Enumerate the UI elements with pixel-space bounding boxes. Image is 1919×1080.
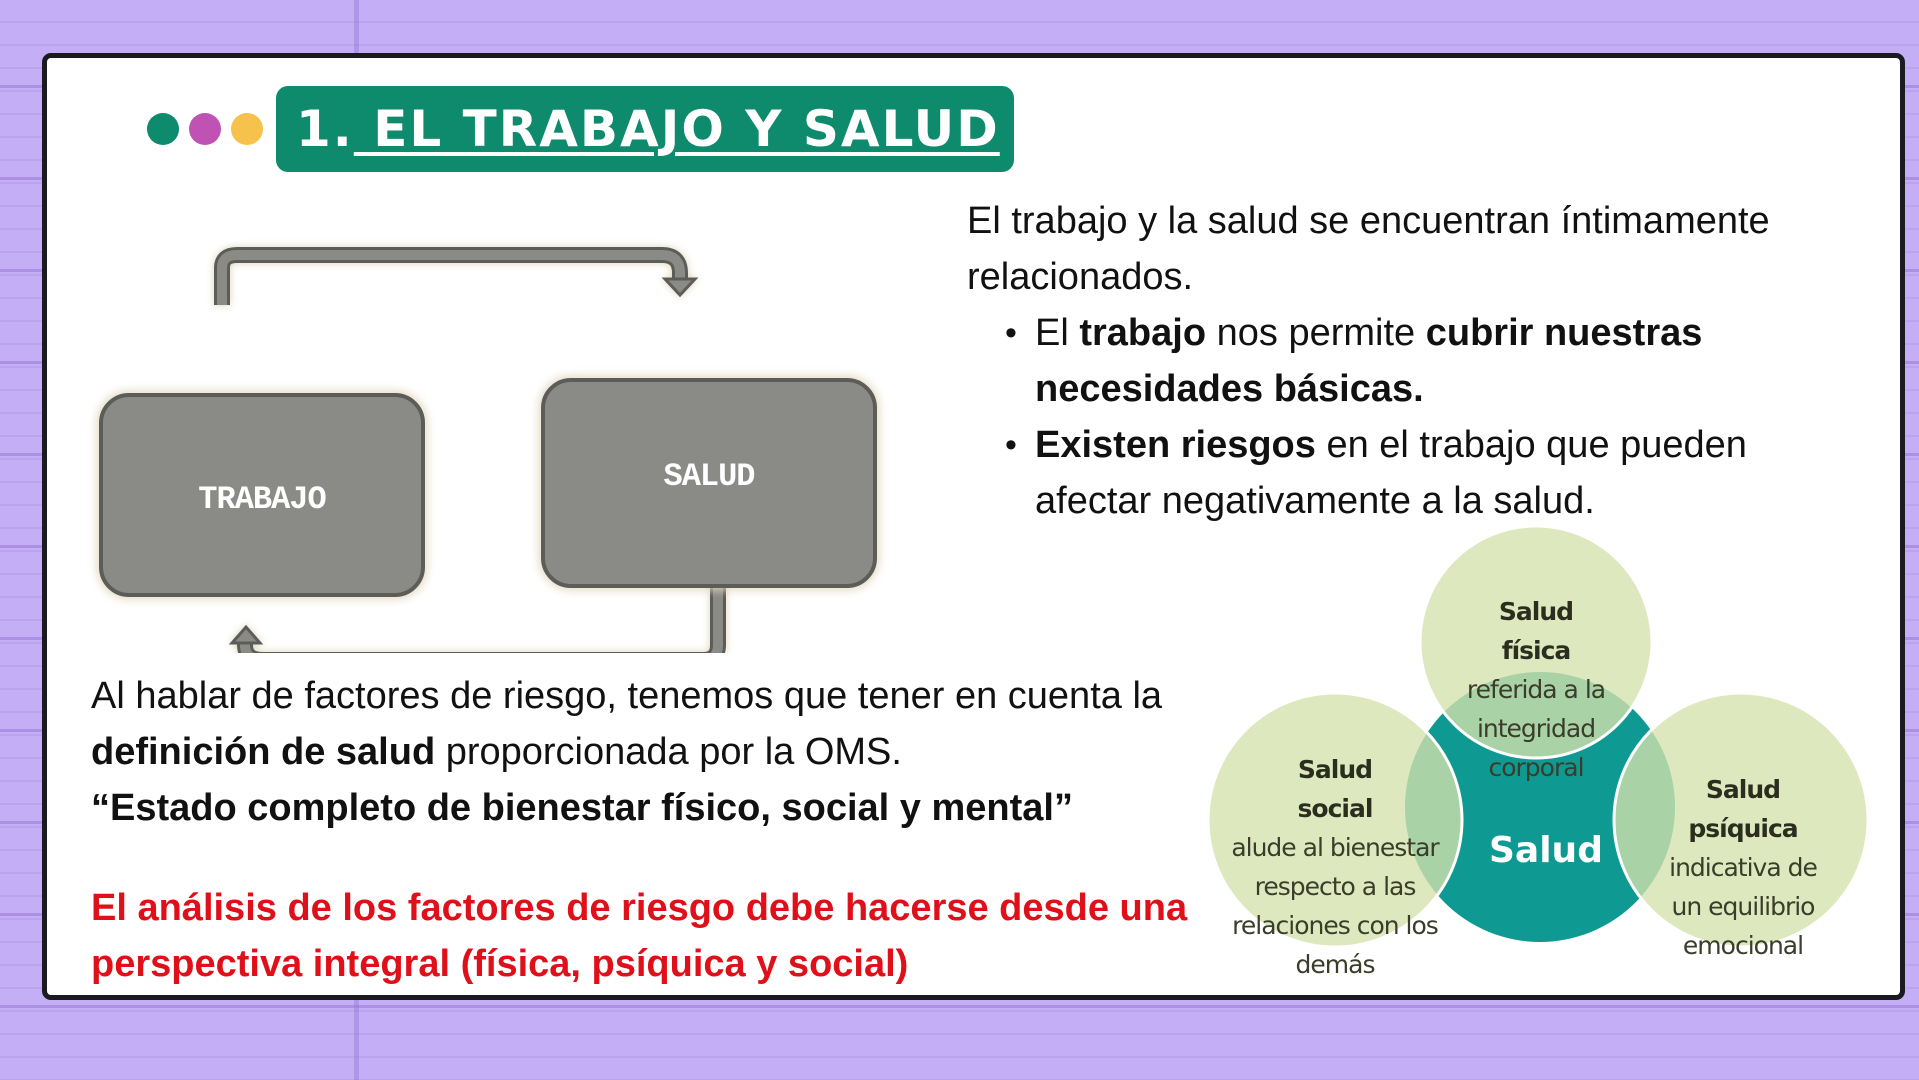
oms-quote-text: “Estado completo de bienestar físico, so… bbox=[91, 787, 1073, 829]
title-number: 1. bbox=[296, 100, 354, 158]
trabajo-salud-cycle-diagram: TRABAJO SALUD bbox=[87, 233, 907, 653]
bullet-text: en el trabajo que pueden afectar negativ… bbox=[1035, 424, 1747, 522]
salud-label: SALUD bbox=[663, 457, 755, 495]
fisica-desc: integridad bbox=[1476, 714, 1596, 743]
social-desc: alude al bienestar bbox=[1231, 833, 1439, 862]
venn-shapes bbox=[1206, 524, 1870, 949]
title-label: EL TRABAJO Y SALUD bbox=[353, 100, 1000, 158]
intro-line: El trabajo y la salud se encuentran ínti… bbox=[967, 200, 1770, 298]
bullet-bold-text: cubrir nuestras necesidades básicas. bbox=[1035, 312, 1703, 410]
arrow-top-icon bbox=[214, 247, 699, 305]
fisica-desc: corporal bbox=[1488, 753, 1584, 782]
fisica-title: física bbox=[1501, 636, 1572, 665]
arrow-bottom-icon bbox=[228, 513, 726, 653]
salud-box: SALUD bbox=[541, 378, 877, 588]
social-desc: demás bbox=[1295, 950, 1376, 979]
center-salud-label: Salud bbox=[1489, 830, 1603, 871]
social-circle-icon bbox=[1206, 691, 1464, 949]
social-label: Salud social alude al bienestar respecto… bbox=[1225, 750, 1445, 984]
bullet-text: El bbox=[1035, 312, 1080, 354]
psiquica-title: Salud bbox=[1705, 775, 1781, 804]
oms-text: proporcionada por la OMS. bbox=[435, 731, 902, 773]
bullet-bold-text: trabajo bbox=[1079, 312, 1207, 354]
decorative-dots bbox=[147, 113, 263, 145]
psiquica-circle-icon bbox=[1612, 691, 1870, 949]
title-badge: 1. EL TRABAJO Y SALUD bbox=[276, 86, 1014, 172]
page-title: 1. EL TRABAJO Y SALUD bbox=[296, 100, 1000, 158]
social-desc: respecto a las bbox=[1254, 872, 1417, 901]
social-title: social bbox=[1297, 794, 1374, 823]
bullet-bold-text: Existen riesgos bbox=[1035, 424, 1316, 466]
psiquica-desc: emocional bbox=[1682, 931, 1804, 960]
fisica-title: Salud bbox=[1498, 597, 1574, 626]
fisica-label: Salud física referida a la integridad co… bbox=[1436, 592, 1636, 787]
oms-text: Al hablar de factores de riesgo, tenemos… bbox=[91, 675, 1163, 717]
bullet-item: El trabajo nos permite cubrir nuestras n… bbox=[1005, 305, 1867, 417]
psiquica-desc: un equilibrio bbox=[1671, 892, 1816, 921]
highlight-paragraph: El análisis de los factores de riesgo de… bbox=[91, 887, 1188, 985]
fisica-desc: referida a la bbox=[1466, 675, 1606, 704]
trabajo-box: TRABAJO bbox=[99, 393, 425, 597]
bullet-text: nos permite bbox=[1206, 312, 1426, 354]
social-desc: relaciones con los bbox=[1232, 911, 1439, 940]
psiquica-title: psíquica bbox=[1688, 814, 1798, 843]
magenta-dot-icon bbox=[189, 113, 221, 145]
slide-card: 1. EL TRABAJO Y SALUD bbox=[42, 53, 1905, 1000]
oms-definition-text: Al hablar de factores de riesgo, tenemos… bbox=[91, 668, 1221, 836]
oms-paragraph: Al hablar de factores de riesgo, tenemos… bbox=[91, 668, 1221, 780]
oms-quote: “Estado completo de bienestar físico, so… bbox=[91, 780, 1221, 836]
social-title: Salud bbox=[1297, 755, 1373, 784]
cycle-arrows bbox=[214, 247, 726, 653]
bullet-item: Existen riesgos en el trabajo que pueden… bbox=[1005, 417, 1867, 529]
highlight-text: El análisis de los factores de riesgo de… bbox=[91, 880, 1241, 992]
intro-text: El trabajo y la salud se encuentran ínti… bbox=[967, 193, 1867, 529]
psiquica-label: Salud psíquica indicativa de un equilibr… bbox=[1643, 770, 1843, 965]
yellow-dot-icon bbox=[231, 113, 263, 145]
fisica-circle-icon bbox=[1418, 524, 1654, 760]
psiquica-desc: indicativa de bbox=[1669, 853, 1818, 882]
green-dot-icon bbox=[147, 113, 179, 145]
trabajo-label: TRABAJO bbox=[198, 480, 326, 518]
salud-venn-diagram: Salud física referida a la integridad co… bbox=[1187, 518, 1907, 1008]
intro-bullets: El trabajo nos permite cubrir nuestras n… bbox=[967, 305, 1867, 529]
oms-bold-text: definición de salud bbox=[91, 731, 436, 773]
